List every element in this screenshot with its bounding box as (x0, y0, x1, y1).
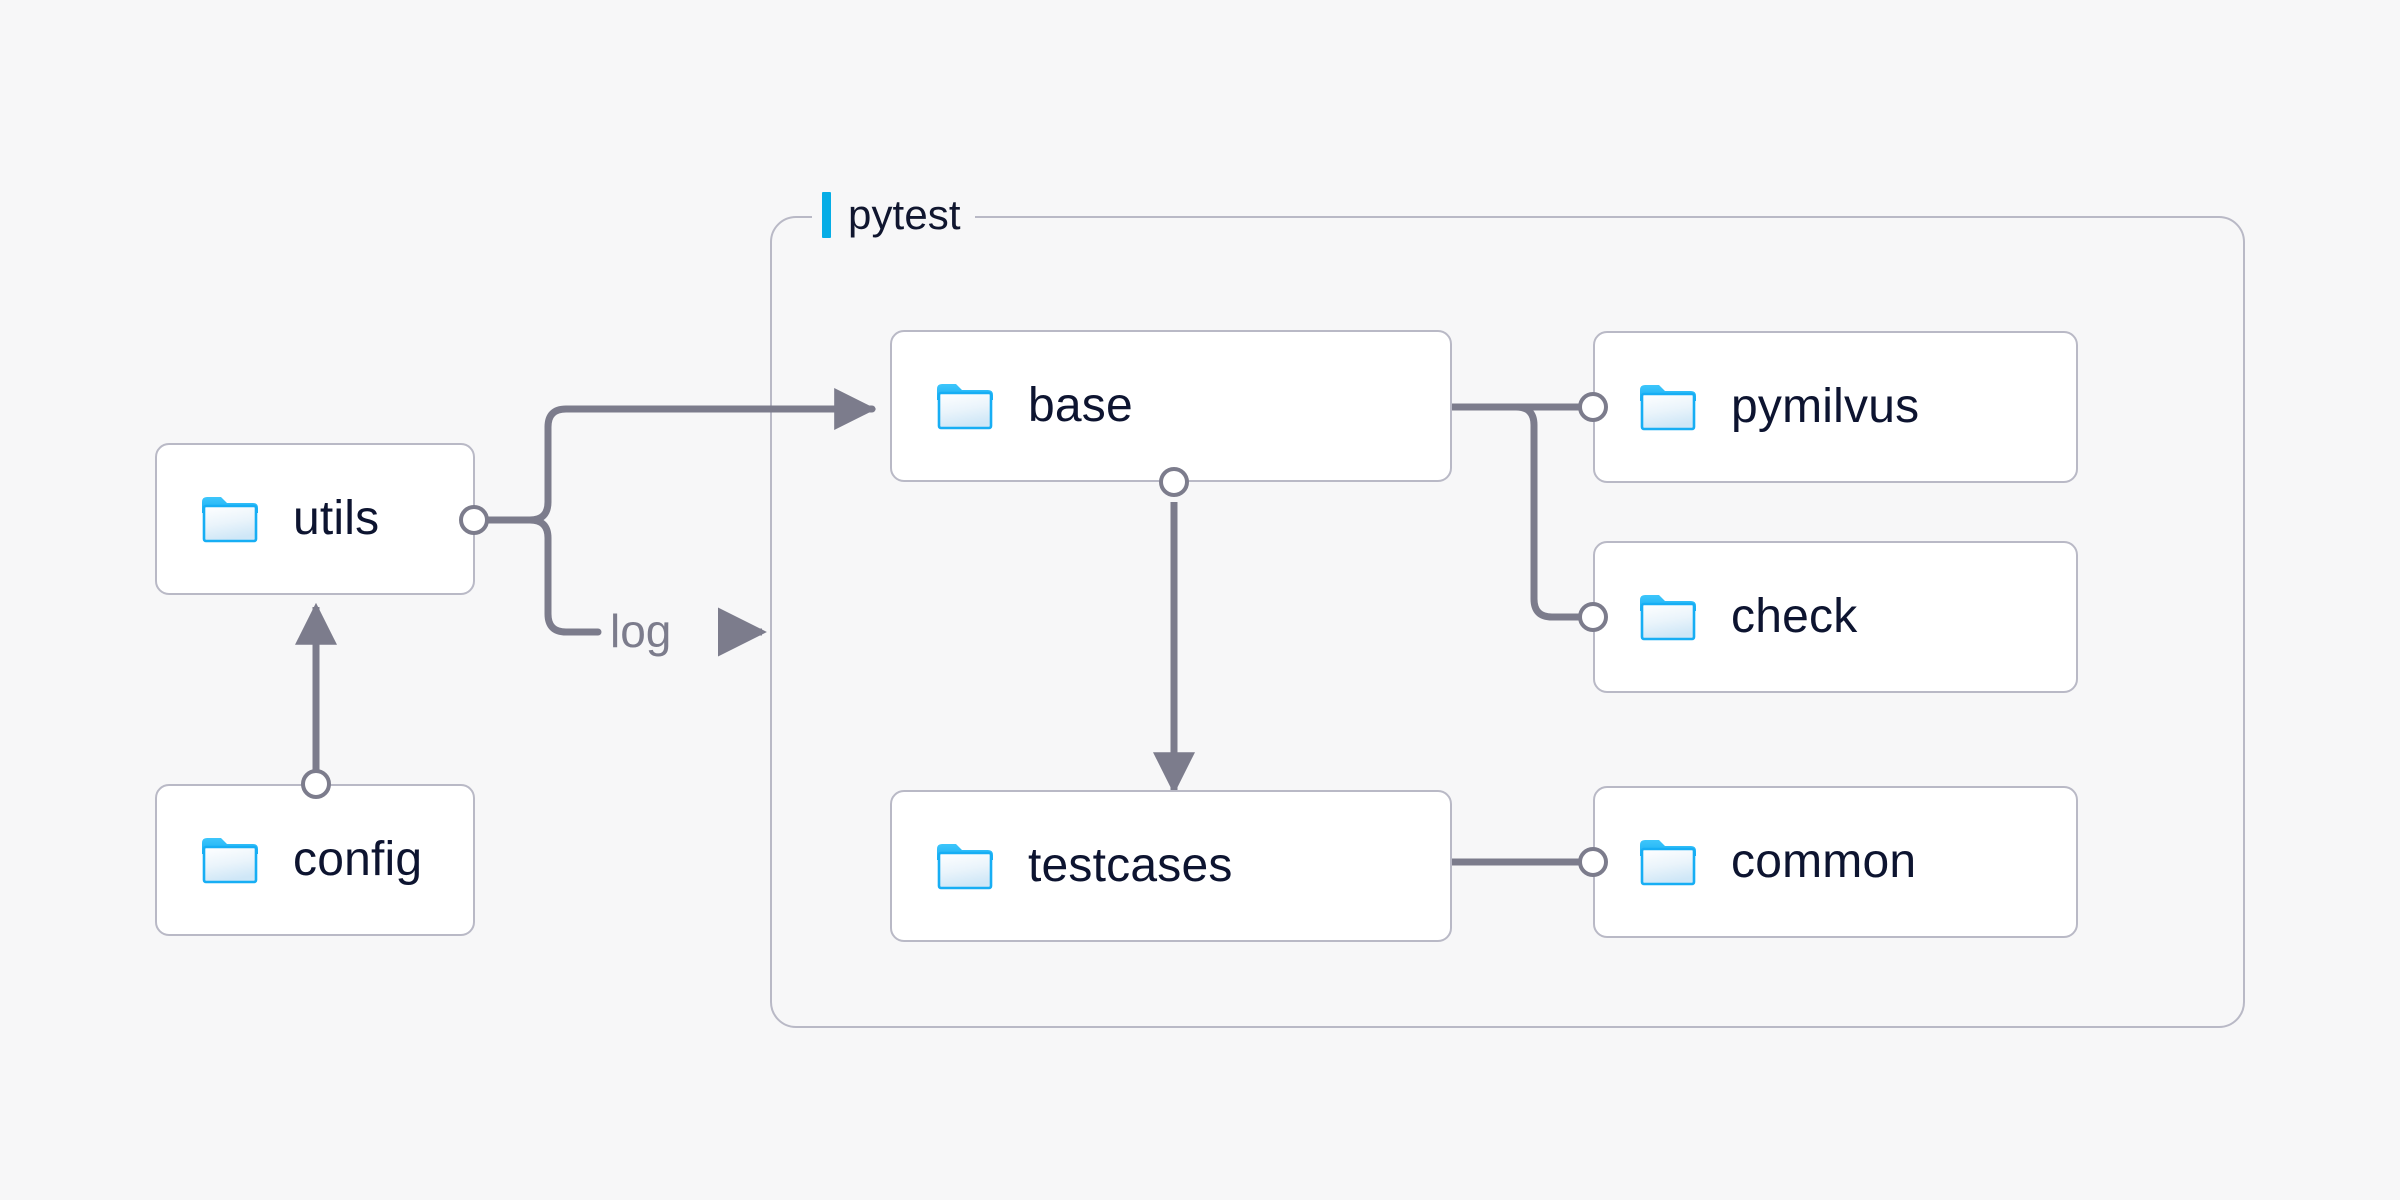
folder-icon (202, 838, 258, 884)
node-label: utils (293, 492, 380, 545)
group-container-pytest (770, 216, 2245, 1028)
port-common-left[interactable] (1578, 847, 1608, 877)
port-check-left[interactable] (1578, 602, 1608, 632)
node-label: base (1028, 379, 1133, 432)
folder-icon (937, 844, 993, 890)
folder-icon (202, 497, 258, 543)
folder-icon (1640, 840, 1696, 886)
node-label: testcases (1028, 839, 1233, 892)
group-label-pytest: pytest (812, 192, 975, 238)
port-pymilvus-left[interactable] (1578, 392, 1608, 422)
node-label: check (1731, 590, 1858, 643)
node-label: config (293, 833, 423, 886)
node-label: pymilvus (1731, 380, 1920, 433)
node-config[interactable]: config (155, 784, 475, 936)
node-label: common (1731, 835, 1917, 888)
port-config-top[interactable] (301, 769, 331, 799)
node-base[interactable]: base (890, 330, 1452, 482)
node-common[interactable]: common (1593, 786, 2078, 938)
port-base-bottom[interactable] (1159, 467, 1189, 497)
group-accent-bar (822, 192, 831, 238)
group-label-text: pytest (848, 191, 961, 238)
folder-icon (1640, 385, 1696, 431)
folder-icon (1640, 595, 1696, 641)
node-utils[interactable]: utils (155, 443, 475, 595)
port-utils-right[interactable] (459, 505, 489, 535)
node-pymilvus[interactable]: pymilvus (1593, 331, 2078, 483)
node-check[interactable]: check (1593, 541, 2078, 693)
edge-label-log: log (602, 608, 680, 654)
node-testcases[interactable]: testcases (890, 790, 1452, 942)
folder-icon (937, 384, 993, 430)
